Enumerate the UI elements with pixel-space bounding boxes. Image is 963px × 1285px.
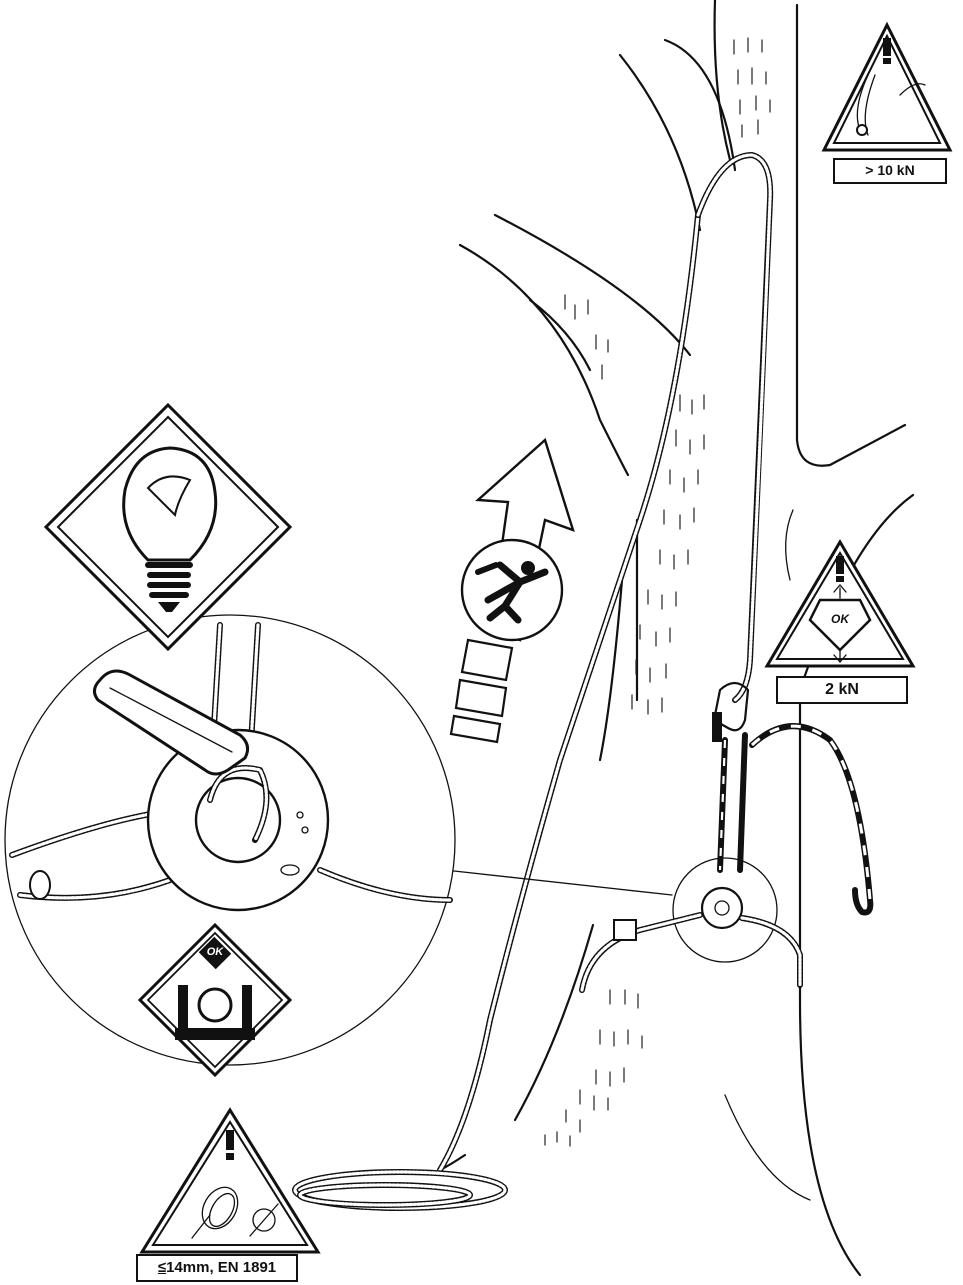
bark-texture [544, 37, 771, 1147]
anchor-detail-marker [444, 857, 803, 993]
rope-spec-warning [139, 1107, 321, 1254]
rope-coil-icon [191, 1186, 239, 1239]
diameter-icon [249, 1203, 279, 1237]
rope-spec-text: 14mm, EN 1891 [166, 1259, 277, 1276]
climber-icon [460, 538, 564, 642]
ok-badge-weight: OK [831, 612, 849, 626]
tip-sign [43, 402, 293, 652]
trunk-carabiner [712, 681, 874, 916]
tree [438, 0, 915, 1277]
max-load-warning [821, 21, 953, 152]
lightbulb-icon [122, 446, 218, 612]
climbing-rope [292, 152, 774, 1211]
max-load-text: > 10 kN [865, 162, 915, 178]
rope-spec-symbol: ≤ [157, 1259, 167, 1276]
max-load-label: > 10 kN [833, 158, 947, 184]
test-load-label: 2 kN [776, 676, 908, 704]
rope-spec-label: ≤14mm, EN 1891 [136, 1254, 298, 1282]
test-load-warning [764, 539, 916, 668]
test-load-text: 2 kN [825, 681, 859, 698]
detail-zoom-circle [4, 614, 456, 1066]
ok-sign [137, 922, 293, 1078]
ok-badge-sign: OK [206, 946, 224, 958]
